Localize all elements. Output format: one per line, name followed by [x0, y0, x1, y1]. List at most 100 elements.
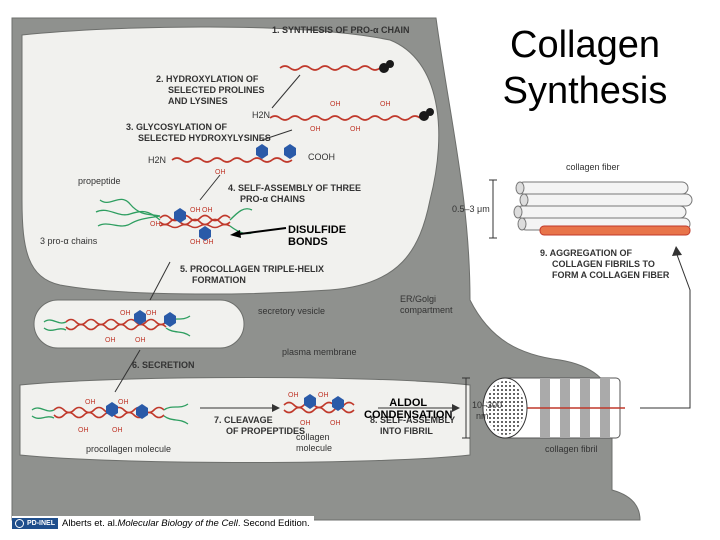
arrowhead-icon	[272, 404, 280, 412]
sugar-icon	[134, 310, 146, 325]
step-9-label: FORM A COLLAGEN FIBER	[552, 270, 670, 280]
oh-label: OH	[318, 392, 329, 399]
collagen-molecule-label: molecule	[296, 443, 332, 453]
ribosome-icon	[426, 108, 434, 116]
step-1-label: 1. SYNTHESIS OF PRO-α CHAIN	[272, 25, 410, 35]
aldol-annotation: ALDOL CONDENSATION	[364, 397, 452, 421]
propeptide-strand	[31, 407, 55, 412]
pro-alpha-chain-3	[171, 157, 293, 163]
amino-terminus-label: H2N	[148, 155, 166, 165]
process-arrow	[261, 129, 293, 141]
propeptide-strand	[229, 208, 253, 221]
process-arrow	[149, 261, 171, 301]
credit-book-title: Molecular Biology of the Cell	[117, 517, 238, 529]
propeptide-strand	[31, 415, 55, 419]
propeptide-strand	[43, 319, 67, 324]
collagen-molecule	[283, 406, 355, 414]
propeptide-strand	[43, 327, 67, 331]
collagen-fiber-label: collagen fiber	[566, 162, 620, 172]
triple-helix	[159, 214, 231, 222]
disulfide-annotation: DISULFIDE BONDS	[288, 224, 346, 248]
fiber-size-label: 0.5–3 μm	[452, 204, 490, 214]
step-4-label: PRO-α CHAINS	[240, 194, 305, 204]
title-line: Synthesis	[502, 70, 668, 112]
pro-chains-label: 3 pro-α chains	[40, 236, 98, 246]
propeptide-strand	[163, 415, 189, 425]
pro-alpha-chain-1	[279, 65, 381, 71]
triple-helix	[159, 223, 231, 229]
oh-label: OH	[135, 337, 146, 344]
badge-label: PD-INEL	[27, 519, 55, 527]
credit-authors: Alberts et. al.	[62, 517, 118, 529]
oh-label: OH	[288, 392, 299, 399]
step-2-label: 2. HYDROXYLATION OF	[156, 74, 259, 84]
oh-label: OH	[203, 239, 214, 246]
er-golgi-label: compartment	[400, 305, 453, 315]
credit-edition: . Second Edition.	[237, 517, 310, 529]
sugar-icon	[332, 396, 344, 411]
collagen-fibril-label: collagen fibril	[545, 444, 598, 454]
oh-label: OH	[300, 420, 311, 427]
arrowhead-icon	[230, 230, 241, 238]
process-arrow	[271, 74, 301, 109]
propeptide-strand	[99, 198, 161, 217]
process-arrow	[114, 349, 141, 393]
step-6-label: 6. SECRETION	[132, 360, 195, 370]
oh-label: OH	[350, 126, 361, 133]
oh-label: OH	[118, 399, 129, 406]
public-domain-badge: PD-INEL	[12, 517, 58, 529]
step-3-label: SELECTED HYDROXYLYSINES	[138, 133, 271, 143]
procollagen-molecule-label: procollagen molecule	[86, 444, 171, 454]
arrowhead-icon	[452, 404, 460, 412]
oh-label: OH	[330, 420, 341, 427]
propeptide-strand	[95, 209, 161, 221]
sugar-icon	[174, 208, 186, 223]
step-9-label: 9. AGGREGATION OF	[540, 248, 633, 258]
annotation-line: CONDENSATION	[364, 409, 453, 421]
oh-label: OH	[78, 427, 89, 434]
oh-label: OH	[85, 399, 96, 406]
step-9-label: COLLAGEN FIBRILS TO	[552, 259, 655, 269]
collagen-fiber	[513, 181, 693, 231]
sugar-icon	[304, 394, 316, 409]
procollagen-helix	[65, 318, 167, 326]
oh-label: OH	[380, 101, 391, 108]
sugar-icon	[256, 144, 268, 159]
propeptide-strand	[163, 403, 189, 411]
oh-label: OH	[215, 169, 226, 176]
step-5-label: 5. PROCOLLAGEN TRIPLE-HELIX	[180, 264, 324, 274]
propeptide-label: propeptide	[78, 176, 121, 186]
oh-label: OH	[202, 207, 213, 214]
sugar-icon	[106, 402, 118, 417]
public-domain-icon	[15, 518, 24, 528]
propeptide-strand	[97, 215, 161, 227]
fibril-size-label: 10–300	[472, 400, 502, 410]
er-golgi-label: ER/Golgi	[400, 294, 436, 304]
slide-title: Collagen Synthesis	[470, 22, 700, 114]
step-4-label: 4. SELF-ASSEMBLY OF THREE	[228, 183, 361, 193]
disulfide-pointer	[239, 227, 287, 235]
sugar-icon	[164, 312, 176, 327]
oh-label: OH	[146, 310, 157, 317]
sugar-icon	[136, 404, 148, 419]
propeptide-strand	[165, 327, 191, 337]
extracellular-space	[19, 377, 471, 463]
arrowhead-icon	[672, 246, 682, 256]
oh-label: OH	[330, 101, 341, 108]
collagen-molecule-label: collagen	[296, 432, 330, 442]
aggregation-arrow	[640, 251, 691, 409]
oh-label: OH	[190, 207, 201, 214]
oh-label: OH	[150, 221, 161, 228]
step-7-label: 7. CLEAVAGE	[214, 415, 273, 425]
image-credit: PD-INEL Alberts et. al. Molecular Biolog…	[12, 516, 314, 530]
step-5-label: FORMATION	[192, 275, 246, 285]
step-2-label: SELECTED PROLINES	[168, 85, 265, 95]
secretory-vesicle-label: secretory vesicle	[258, 306, 325, 316]
triple-helix	[159, 218, 231, 226]
fibril-cross-section-texture	[486, 381, 524, 435]
step-8-label: 8. SELF-ASSEMBLY	[370, 415, 455, 425]
annotation-line: BONDS	[288, 236, 328, 248]
sugar-icon	[284, 144, 296, 159]
